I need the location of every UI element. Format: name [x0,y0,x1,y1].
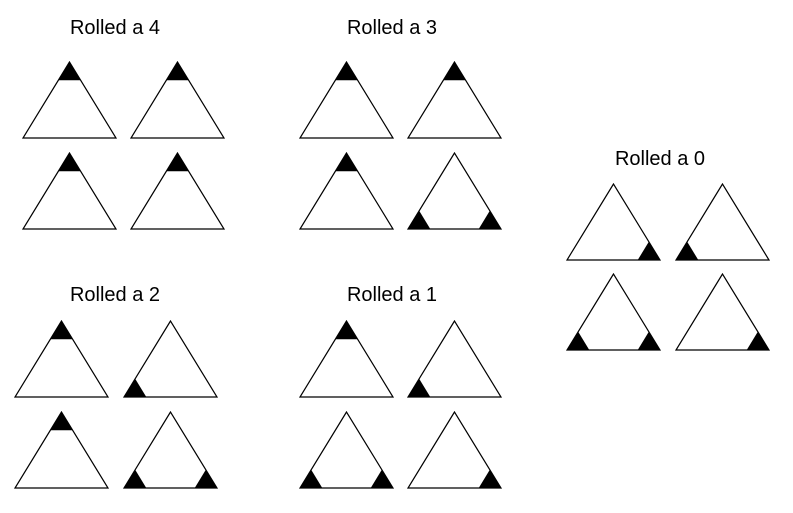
marked-tip-right [478,210,501,229]
marked-tip-right [746,331,769,350]
die [122,319,219,398]
marked-tip-right [194,469,217,488]
marked-tip-top [443,62,466,81]
marked-tip-left [300,469,323,488]
die [565,272,662,351]
marked-tip-top [335,62,358,81]
die-outline [122,410,219,489]
die [406,319,503,398]
die-outline [13,319,110,398]
marked-tip-right [370,469,393,488]
dice-group: Rolled a 2 [13,284,219,489]
marked-tip-top [166,153,189,172]
die [674,272,771,351]
die [406,151,503,230]
die-outline [674,272,771,351]
die [406,410,503,489]
die-outline [298,319,395,398]
dice-group: Rolled a 4 [21,17,226,230]
die [298,319,395,398]
die-outline [565,182,662,261]
marked-tip-left [676,241,699,260]
die [674,182,771,261]
die [129,60,226,139]
die-outline [406,151,503,230]
die-outline [129,151,226,230]
die [13,319,110,398]
marked-tip-right [637,331,660,350]
die-outline [298,410,395,489]
marked-tip-right [478,469,501,488]
die-outline [406,319,503,398]
dice-group: Rolled a 1 [298,284,503,489]
marked-tip-top [166,62,189,81]
die-outline [406,410,503,489]
marked-tip-top [335,321,358,340]
die-outline [298,151,395,230]
marked-tip-top [50,412,73,431]
die [13,410,110,489]
die [565,182,662,261]
die-outline [298,60,395,139]
die-outline [13,410,110,489]
marked-tip-left [124,378,147,397]
marked-tip-top [58,153,81,172]
die-outline [129,60,226,139]
marked-tip-left [408,210,431,229]
group-label: Rolled a 1 [347,284,437,306]
die-outline [21,151,118,230]
dice-group: Rolled a 3 [298,17,503,230]
marked-tip-left [567,331,590,350]
die-outline [565,272,662,351]
group-label: Rolled a 3 [347,17,437,39]
marked-tip-right [637,241,660,260]
marked-tip-left [124,469,147,488]
die-outline [21,60,118,139]
marked-tip-top [58,62,81,81]
die [122,410,219,489]
group-label: Rolled a 0 [615,148,705,170]
marked-tip-left [408,378,431,397]
group-label: Rolled a 4 [70,17,160,39]
die [298,410,395,489]
die-outline [122,319,219,398]
die [129,151,226,230]
die [21,60,118,139]
die [21,151,118,230]
die-outline [674,182,771,261]
marked-tip-top [335,153,358,172]
die [298,60,395,139]
dice-group: Rolled a 0 [565,148,771,351]
die-outline [406,60,503,139]
marked-tip-top [50,321,73,340]
die [406,60,503,139]
die [298,151,395,230]
group-label: Rolled a 2 [70,284,160,306]
